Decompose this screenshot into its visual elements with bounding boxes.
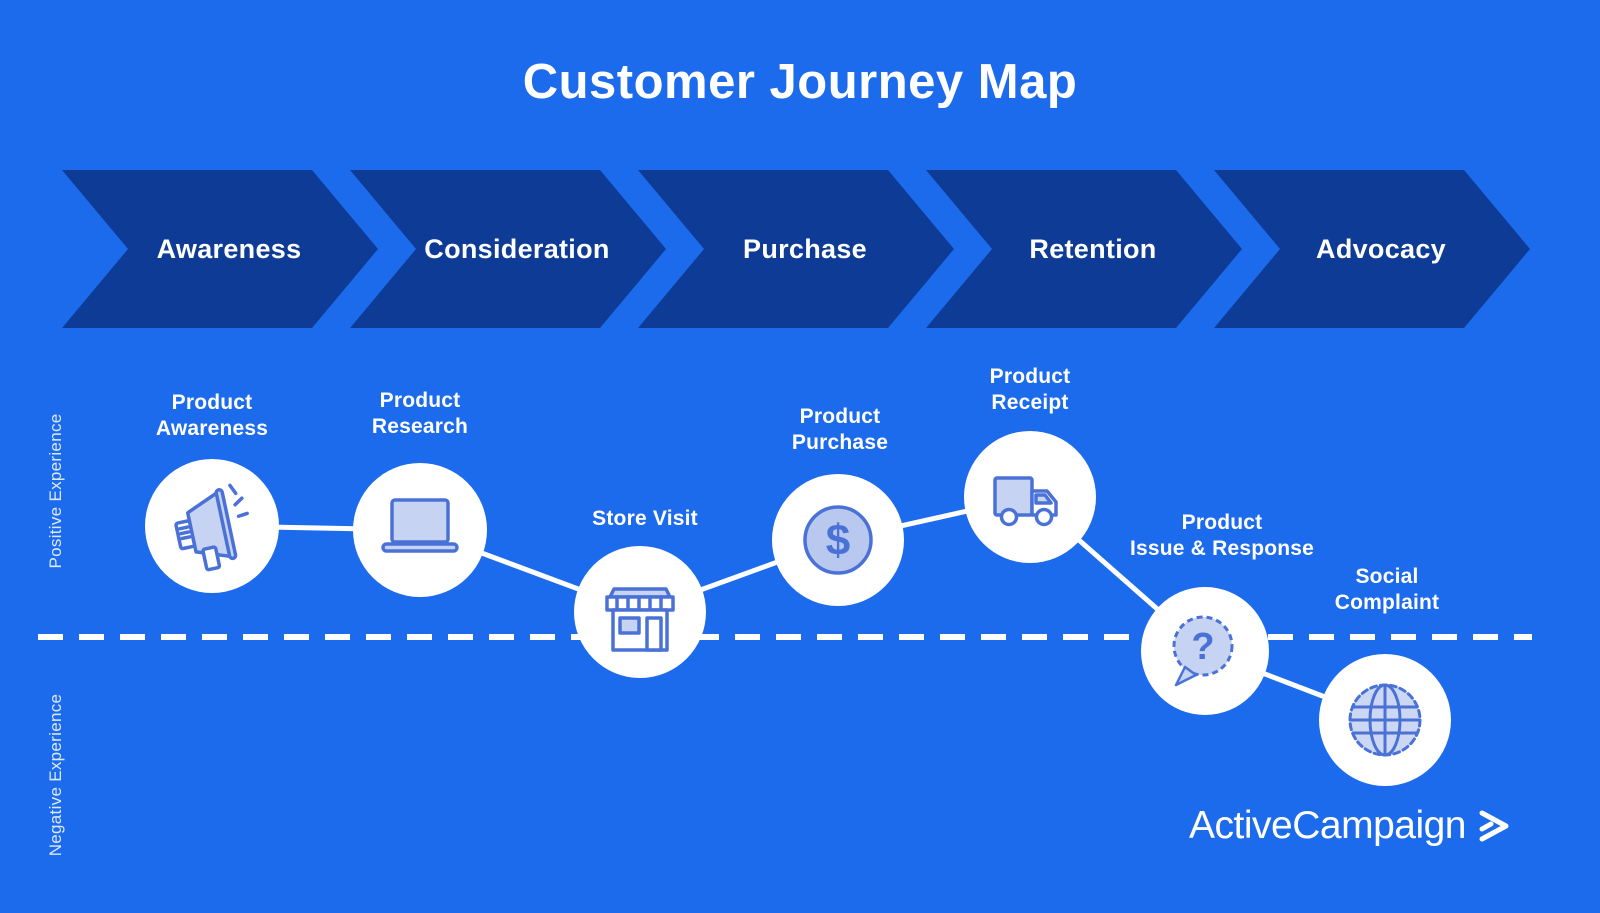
delivery-truck-icon <box>993 476 1058 527</box>
node-label-store-visit: Store Visit <box>592 507 698 530</box>
question-glyph: ? <box>1191 626 1214 668</box>
node-label-product-research: Product Research <box>371 389 469 439</box>
megaphone-icon <box>174 483 249 572</box>
page-title: Customer Journey Map <box>522 55 1078 109</box>
activecampaign-logo: ActiveCampaign <box>1189 804 1512 848</box>
node-label-product-purchase: Product Purchase <box>791 405 889 455</box>
node-label-product-awareness: Product Awareness <box>155 391 269 441</box>
chevron-stage-consideration: Consideration <box>350 170 666 328</box>
dollar-glyph: $ <box>826 516 850 565</box>
question-bubble-icon: ? <box>1172 615 1234 687</box>
laptop-icon <box>381 498 459 553</box>
brand-wordmark: ActiveCampaign <box>1189 804 1466 847</box>
brand-arrow-icon <box>1479 810 1509 842</box>
node-label-social-complaint: Social Complaint <box>1334 565 1440 615</box>
stage-label: Consideration <box>424 233 610 264</box>
positive-experience-axis-label: Positive Experience <box>46 413 65 569</box>
node-label-product-receipt: Product Receipt <box>989 365 1071 415</box>
dollar-coin-icon: $ <box>803 505 873 575</box>
negative-experience-axis-label: Negative Experience <box>46 693 65 857</box>
stage-label: Awareness <box>156 233 302 264</box>
stage-label: Retention <box>1029 233 1157 264</box>
globe-icon <box>1348 683 1422 757</box>
storefront-icon <box>605 587 675 652</box>
stage-label: Purchase <box>743 233 867 264</box>
node-label-product-issue-response: Product Issue & Response <box>1129 511 1315 561</box>
stage-label: Advocacy <box>1316 233 1446 264</box>
